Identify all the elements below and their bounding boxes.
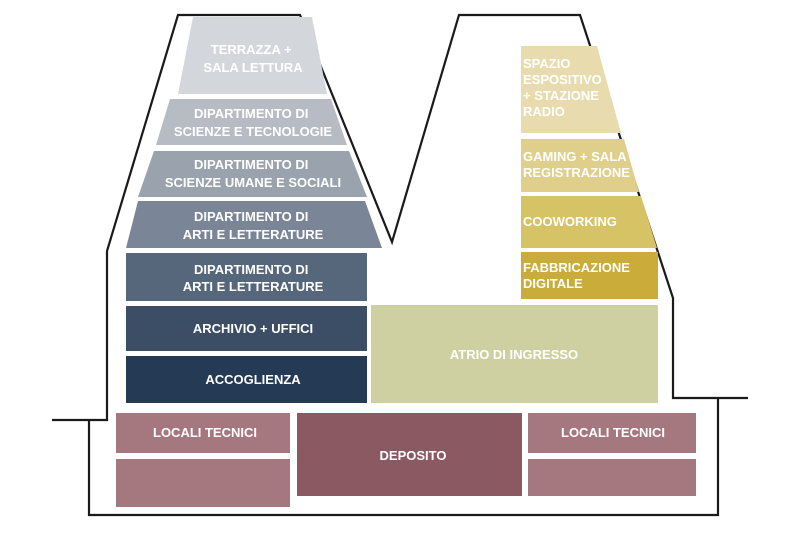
room-basement-right-lower (528, 459, 696, 496)
label-locali-tecnici-right: LOCALI TECNICI (561, 425, 665, 440)
label-deposito: DEPOSITO (380, 448, 447, 463)
label-locali-tecnici-left: LOCALI TECNICI (153, 425, 257, 440)
room-atrio-di-ingresso (371, 305, 658, 403)
label-fabbricazione-digitale: FABBRICAZIONE DIGITALE (523, 260, 634, 291)
room-deposito (297, 413, 522, 496)
room-cooworking (521, 196, 657, 248)
label-archivio-uffici: ARCHIVIO + UFFICI (193, 321, 313, 336)
label-accoglienza: ACCOGLIENZA (205, 372, 301, 387)
label-arti-letterature-upper: DIPARTIMENTO DI ARTI E LETTERATURE (183, 209, 324, 242)
building-outline (52, 13, 748, 422)
label-scienze-tecnologie: DIPARTIMENTO DI SCIENZE E TECNOLOGIE (174, 106, 333, 139)
room-terrazza-sala-lettura (178, 17, 327, 94)
label-cooworking: COOWORKING (523, 214, 617, 229)
label-arti-letterature-lower: DIPARTIMENTO DI ARTI E LETTERATURE (183, 262, 324, 294)
room-fabbricazione-digitale (521, 252, 658, 299)
label-scienze-umane: DIPARTIMENTO DI SCIENZE UMANE E SOCIALI (165, 157, 341, 190)
room-archivio-uffici (126, 306, 367, 351)
room-dipartimento-scienze-umane-sociali (138, 151, 367, 197)
label-atrio-di-ingresso: ATRIO DI INGRESSO (450, 347, 578, 362)
room-locali-tecnici-right (528, 413, 696, 453)
room-gaming-sala-registrazione (521, 139, 639, 192)
room-locali-tecnici-left (116, 413, 290, 453)
basement-outline (87, 398, 720, 517)
room-accoglienza (126, 356, 367, 403)
label-gaming-sala: GAMING + SALA REGISTRAZIONE (523, 149, 630, 180)
label-spazio-espositivo: SPAZIO ESPOSITIVO + STAZIONE RADIO (523, 56, 605, 119)
room-dipartimento-arti-letterature-lower (126, 253, 367, 301)
room-basement-left-lower (116, 459, 290, 507)
room-dipartimento-arti-letterature-upper (126, 201, 382, 248)
room-dipartimento-scienze-tecnologie (156, 99, 347, 145)
room-spazio-espositivo (521, 46, 621, 133)
label-terrazza: TERRAZZA + SALA LETTURA (203, 42, 303, 75)
